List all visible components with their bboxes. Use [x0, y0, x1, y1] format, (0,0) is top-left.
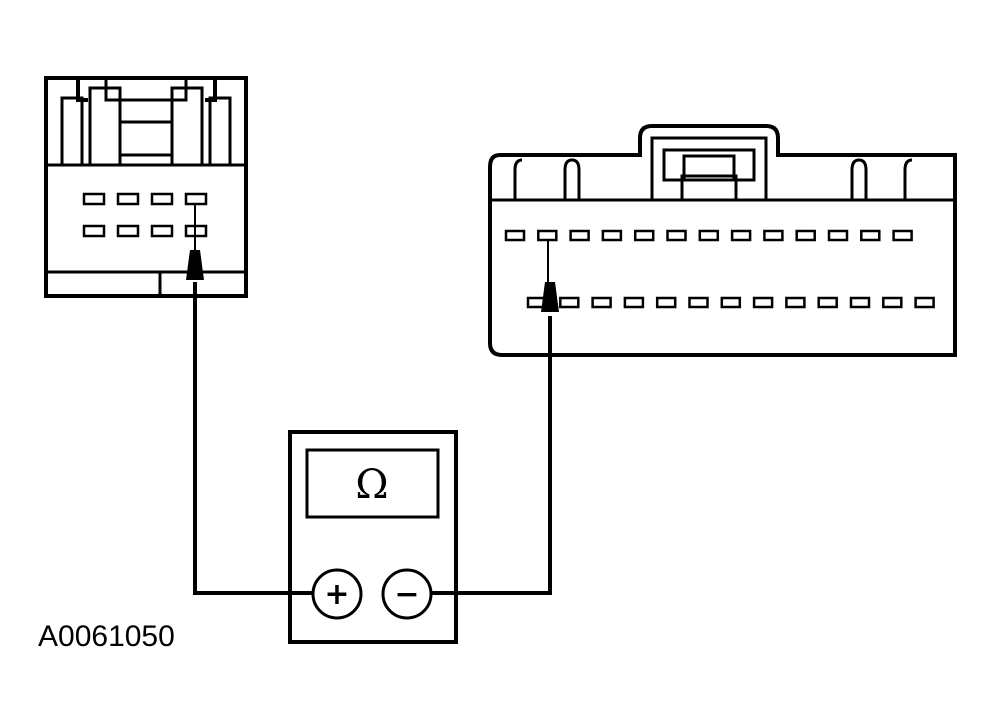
left-pin — [116, 192, 140, 206]
positive-test-lead — [193, 282, 312, 595]
left-pin — [82, 192, 106, 206]
left-pin — [184, 192, 208, 206]
left-pin — [82, 224, 106, 238]
right-pin — [752, 296, 774, 309]
right-pin — [601, 229, 623, 242]
right-pin — [591, 296, 612, 309]
right-pin — [633, 229, 655, 242]
right-probe-tip — [541, 282, 559, 312]
negative-terminal — [381, 568, 433, 620]
right-pin — [666, 229, 687, 242]
right-pin — [537, 229, 558, 242]
right-pin — [882, 296, 903, 309]
right-pin — [559, 296, 580, 309]
right-pin — [817, 296, 838, 309]
negative-test-lead — [432, 316, 552, 595]
left-pin — [116, 224, 140, 238]
right-pin — [730, 229, 752, 242]
ohmmeter: Ω + − — [288, 430, 458, 644]
left-pin — [150, 224, 174, 238]
positive-terminal — [311, 568, 363, 620]
left-pin — [150, 192, 174, 206]
left-connector — [44, 76, 248, 298]
right-pin — [860, 229, 881, 242]
right-pin — [795, 229, 816, 242]
right-pin — [892, 229, 913, 242]
positive-terminal-label: + — [324, 577, 349, 612]
ohm-symbol: Ω — [355, 462, 388, 508]
left-probe-tip — [186, 250, 204, 280]
right-pin — [504, 229, 526, 242]
left-connector-latch — [76, 78, 217, 102]
right-pin — [623, 296, 645, 309]
right-pin — [914, 296, 935, 309]
negative-terminal-label: − — [394, 577, 419, 612]
right-pin — [698, 229, 720, 242]
right-connector — [488, 124, 957, 357]
right-pin — [655, 296, 677, 309]
right-pin — [827, 229, 849, 242]
ohmmeter-display — [305, 448, 440, 519]
right-pin — [785, 296, 806, 309]
right-connector-body — [488, 124, 957, 357]
right-pin — [849, 296, 871, 309]
right-pin — [720, 296, 742, 309]
right-pin — [763, 229, 784, 242]
left-connector-body — [44, 76, 248, 298]
right-pin — [688, 296, 709, 309]
ohmmeter-body — [288, 430, 458, 644]
right-pin — [569, 229, 590, 242]
figure-id: A0061050 — [38, 620, 175, 653]
